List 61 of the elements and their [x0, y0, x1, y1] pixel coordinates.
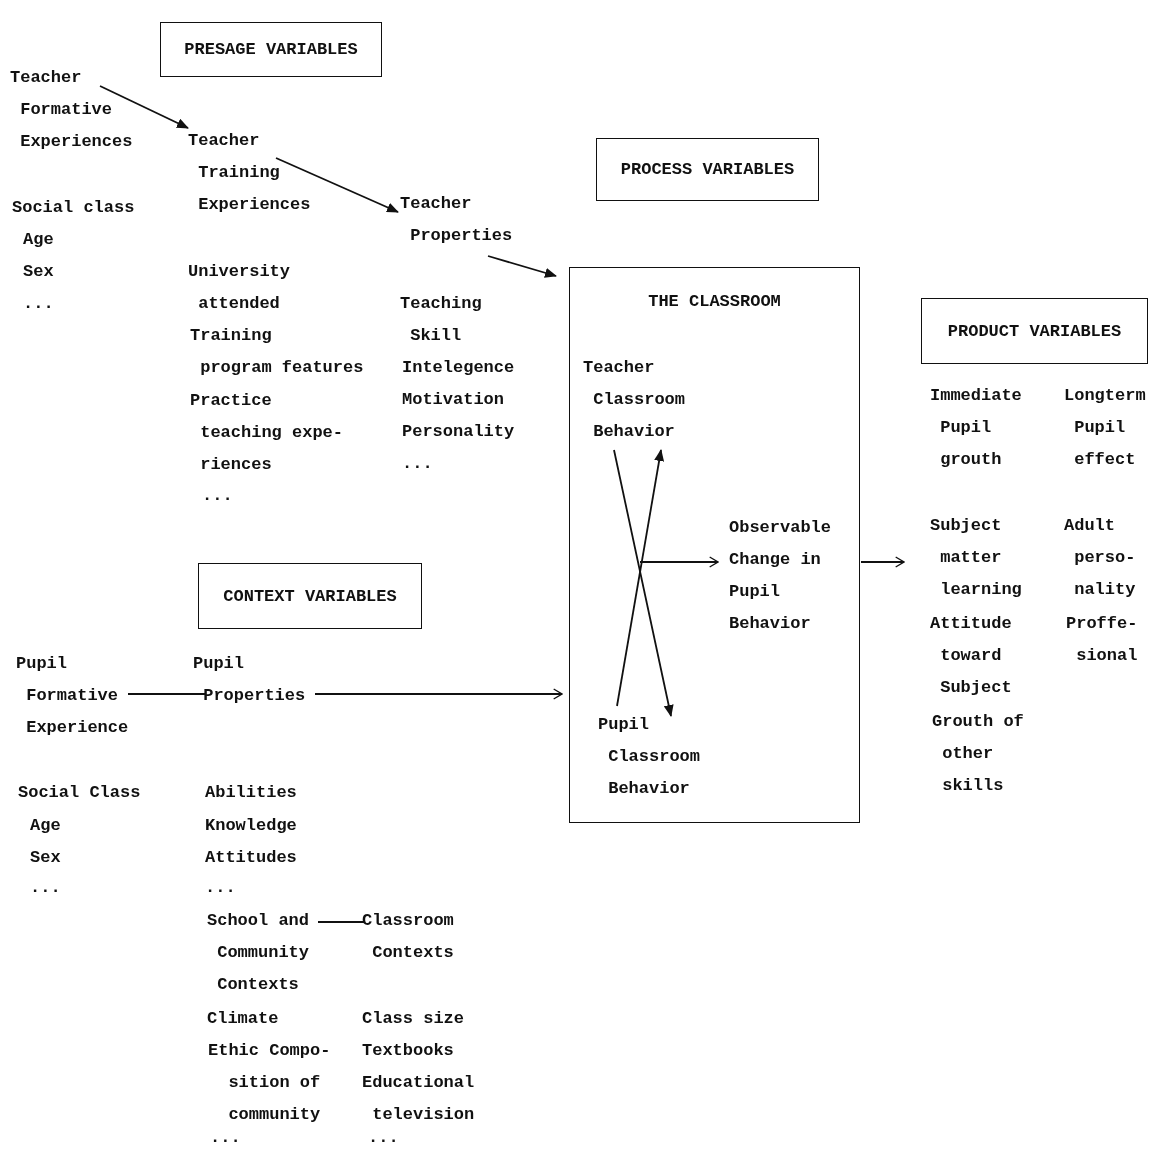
list-item: Knowledge [205, 815, 297, 837]
variable-category-box: PRESAGE VARIABLES [160, 22, 382, 77]
variable-label: School and Community Contexts [207, 905, 310, 1001]
variable-label: Pupil Formative Experience [16, 648, 129, 744]
list-item: ... [202, 485, 233, 507]
arrow [275, 157, 399, 213]
list-item: Abilities [205, 782, 297, 804]
variable-label: Teacher Classroom Behavior [583, 352, 685, 448]
list-item: Climate [207, 1008, 279, 1030]
list-item: Sex [23, 261, 54, 283]
list-item: Training program features [190, 325, 364, 379]
list-item: Intelegence [402, 357, 515, 379]
classroom-box [569, 267, 860, 823]
arrow [616, 449, 665, 707]
variable-category-box: PROCESS VARIABLES [596, 138, 819, 201]
list-item: ... [30, 877, 61, 899]
list-item: Social Class [18, 782, 141, 804]
list-item: Age [23, 229, 54, 251]
list-item: Textbooks [362, 1040, 454, 1062]
arrow [860, 556, 905, 568]
list-item: Sex [30, 847, 61, 869]
connector-line [127, 693, 206, 695]
list-item: Motivation [402, 389, 505, 411]
variable-label: Teacher Properties [400, 188, 513, 252]
variable-label: Pupil Properties [193, 648, 306, 712]
variable-label: Subject matter learning [930, 510, 1022, 606]
variable-label: Pupil Classroom Behavior [598, 709, 700, 805]
arrow [613, 449, 674, 717]
list-item: Immediate Pupil grouth [930, 385, 1022, 471]
list-item: University attended [188, 261, 291, 315]
list-item: Teaching Skill [400, 293, 482, 347]
arrow [487, 255, 557, 278]
list-item: Class size [362, 1008, 465, 1030]
list-item: Ethic Compo- sition of community [208, 1040, 331, 1126]
list-item: Social class [12, 197, 135, 219]
list-item: Adult perso- nality [1064, 515, 1136, 601]
list-item: Educational television [362, 1072, 475, 1126]
variable-label: Teacher Training Experiences [188, 125, 311, 221]
list-item: ... [368, 1127, 399, 1149]
list-item: ... [402, 453, 433, 475]
list-item: ... [205, 877, 236, 899]
list-item: Personality [402, 421, 515, 443]
box-heading: THE CLASSROOM [648, 291, 781, 313]
list-item: Practice teaching expe- riences [190, 390, 343, 476]
variable-label: Classroom Contexts [362, 905, 454, 969]
list-item: Grouth of other skills [932, 711, 1024, 797]
variable-label: Teacher Formative Experiences [10, 62, 133, 158]
list-item: ... [210, 1127, 241, 1149]
variable-category-box: PRODUCT VARIABLES [921, 298, 1148, 364]
arrow [639, 556, 719, 568]
variable-label: Observable Change in Pupil Behavior [729, 512, 832, 640]
arrow [314, 688, 563, 700]
connector-line [317, 921, 365, 923]
list-item: Longterm Pupil effect [1064, 385, 1146, 471]
list-item: Attitudes [205, 847, 297, 869]
list-item: Attitude toward Subject [930, 613, 1012, 699]
list-item: ... [23, 293, 54, 315]
list-item: Proffe- sional [1066, 613, 1138, 667]
list-item: Age [30, 815, 61, 837]
variable-category-box: CONTEXT VARIABLES [198, 563, 422, 629]
arrow [99, 85, 189, 129]
